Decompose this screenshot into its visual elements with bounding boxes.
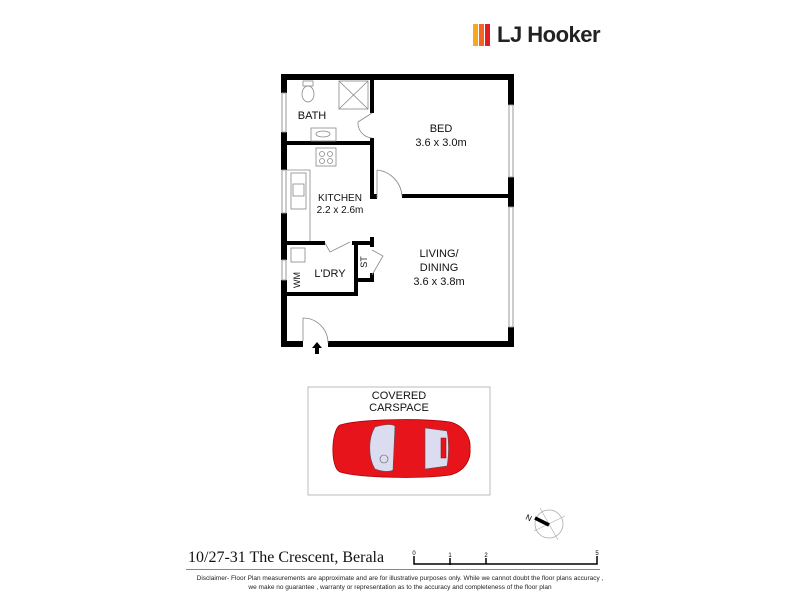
room-dining: DINING <box>420 262 459 274</box>
door-laundry <box>324 241 351 253</box>
washing-machine-label: WM <box>292 272 302 288</box>
door-storage <box>371 249 384 276</box>
walls <box>281 74 514 347</box>
room-storage: ST <box>359 256 369 268</box>
door-entry <box>302 317 329 344</box>
laundry-tub-icon <box>290 247 306 263</box>
scale-tick-1: 1 <box>448 553 452 559</box>
sink-icon <box>290 172 307 210</box>
room-bed-size: 3.6 x 3.0m <box>415 137 466 149</box>
disclaimer: Disclaimer- Floor Plan measurements are … <box>150 574 650 592</box>
property-address: 10/27-31 The Crescent, Berala <box>188 549 385 566</box>
stove-icon <box>315 147 337 167</box>
scale-bar <box>413 556 598 565</box>
lj-hooker-logo: LJ Hooker <box>473 22 601 47</box>
windows <box>281 92 514 328</box>
room-living-size: 3.6 x 3.8m <box>413 276 464 288</box>
door-bed <box>376 169 403 198</box>
compass-icon <box>533 507 566 541</box>
car-icon <box>332 419 471 478</box>
scale-tick-2: 2 <box>484 553 488 559</box>
entry-arrow-icon <box>312 342 322 354</box>
divider <box>186 569 600 570</box>
room-kitchen: KITCHEN <box>318 193 362 204</box>
room-living: LIVING/ <box>419 248 459 260</box>
brand-name: LJ Hooker <box>497 22 601 47</box>
scale-tick-0: 0 <box>412 551 416 557</box>
logo-bars-icon <box>473 24 491 46</box>
carspace-box <box>307 386 491 496</box>
basin-icon <box>310 127 337 142</box>
disclaimer-line-1: Disclaimer- Floor Plan measurements are … <box>196 575 604 582</box>
disclaimer-line-2: we make no guarantee , warranty or repre… <box>248 584 552 591</box>
scale-tick-5: 5 <box>595 551 599 557</box>
room-kitchen-size: 2.2 x 2.6m <box>317 205 364 216</box>
door-bath <box>357 112 373 139</box>
toilet-icon <box>301 85 315 103</box>
shower-icon <box>338 80 369 110</box>
room-bed: BED <box>430 123 453 135</box>
carspace-label-1: COVERED <box>372 390 426 402</box>
room-laundry: L'DRY <box>314 268 346 280</box>
compass-north-label: N <box>524 513 533 524</box>
carspace-label-2: CARSPACE <box>369 402 429 414</box>
room-bath: BATH <box>298 110 327 122</box>
fixtures <box>287 80 403 344</box>
